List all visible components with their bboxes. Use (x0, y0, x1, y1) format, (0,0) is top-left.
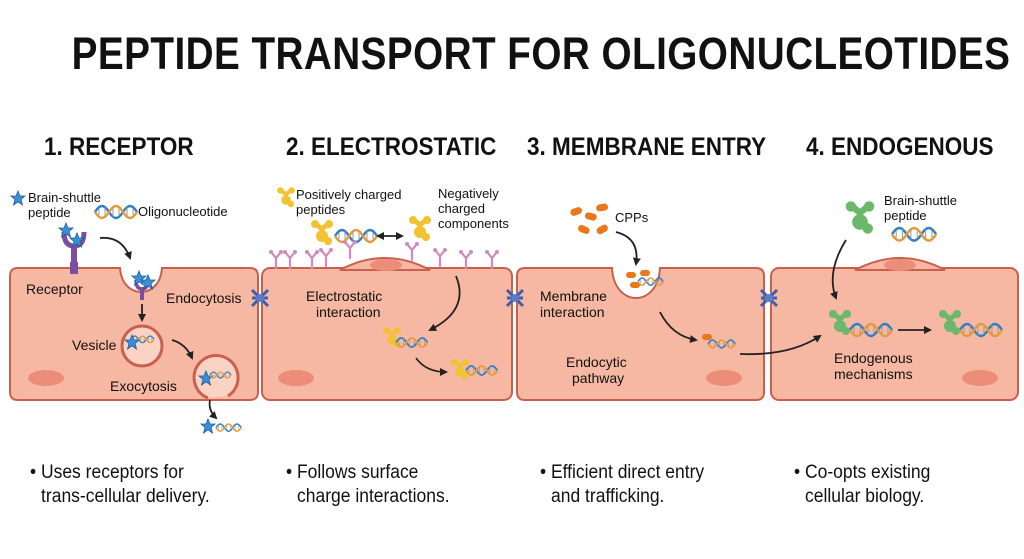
surface-component-icon (431, 246, 449, 268)
caption-line: • Co-opts existing (794, 462, 931, 483)
surface-component-icon (403, 240, 421, 262)
label-exocytosis: Exocytosis (110, 378, 177, 394)
caption-line: • Efficient direct entry (540, 462, 705, 483)
panel-endogenous-graphics: Brain-shuttle peptide Endogenous mechani… (829, 193, 1004, 382)
label-endocytosis: Endocytosis (166, 290, 241, 306)
label-receptor: Receptor (26, 281, 83, 297)
oligonucleotide-icon (333, 228, 379, 244)
caption-line: charge interactions. (297, 486, 450, 507)
nucleus (28, 370, 64, 386)
cell-electrostatic (261, 257, 513, 401)
label-brain-shuttle: Brain-shuttle (28, 190, 101, 205)
label-membrane-interaction: interaction (540, 304, 605, 320)
surface-component-icon (303, 248, 321, 270)
panel-heading-electrostatic: 2. ELECTROSTATIC (286, 133, 497, 161)
caption-receptor: • Uses receptors for trans-cellular deli… (30, 461, 210, 509)
label-negatively: Negatively (438, 186, 499, 201)
tight-junction-icon (759, 288, 779, 308)
surface-component-icon (317, 246, 335, 268)
label-mechanisms: mechanisms (834, 366, 913, 382)
surface-component-icon (267, 248, 285, 270)
label-membrane: Membrane (540, 288, 607, 304)
panel-receptor-graphics: Brain-shuttle peptide Oligonucleotide Re… (10, 190, 242, 434)
caption-line: • Follows surface (286, 462, 419, 483)
label-cpps: CPPs (615, 210, 649, 225)
label-peptides: peptides (296, 202, 346, 217)
cationic-peptide-icon (409, 216, 431, 241)
panel-membrane-entry-graphics: CPPs Membrane interaction Endocytic path… (540, 203, 822, 386)
oligonucleotide-icon (93, 204, 139, 220)
panel-heading-receptor: 1. RECEPTOR (44, 133, 194, 161)
oligonucleotide-icon (215, 423, 242, 432)
caption-line: trans-cellular delivery. (41, 486, 210, 507)
panel-heading-membrane-entry: 3. MEMBRANE ENTRY (527, 133, 767, 161)
surface-component-icon (341, 238, 359, 260)
cpp-cluster-icon (570, 203, 609, 235)
cpp-icon (702, 334, 712, 340)
label-brain-shuttle: Brain-shuttle (884, 193, 957, 208)
label-endocytic: Endocytic (566, 354, 627, 370)
caption-line: and trafficking. (551, 486, 665, 507)
label-positively-charged: Positively charged (296, 187, 402, 202)
caption-electrostatic: • Follows surface charge interactions. (286, 461, 450, 509)
surface-component-icon (281, 248, 299, 270)
brain-shuttle-peptide-icon (846, 201, 875, 234)
cationic-peptide-icon (277, 187, 295, 207)
nucleus (706, 370, 742, 386)
caption-line: cellular biology. (805, 486, 925, 507)
panel-heading-endogenous: 4. ENDOGENOUS (806, 133, 994, 161)
nucleus (370, 259, 402, 271)
label-electrostatic: Electrostatic (306, 288, 382, 304)
caption-line: • Uses receptors for (30, 462, 184, 483)
label-endogenous: Endogenous (834, 350, 913, 366)
cell-membrane-entry (516, 267, 765, 401)
caption-membrane-entry: • Efficient direct entry and trafficking… (540, 461, 704, 509)
tight-junction-icon (250, 288, 270, 308)
label-charged: charged (438, 201, 485, 216)
label-interaction: interaction (316, 304, 381, 320)
label-pathway: pathway (572, 370, 624, 386)
cell-endogenous (770, 257, 1019, 401)
cpp-cluster-icon (626, 270, 650, 288)
caption-endogenous: • Co-opts existing cellular biology. (794, 461, 930, 509)
surface-component-icon (457, 248, 475, 270)
nucleus (278, 370, 314, 386)
surface-component-icon (483, 248, 501, 270)
label-peptide: peptide (28, 205, 71, 220)
nucleus (962, 370, 998, 386)
nucleus (884, 259, 916, 271)
cationic-peptide-icon (311, 220, 333, 245)
label-oligonucleotide: Oligonucleotide (138, 204, 228, 219)
page-title: PEPTIDE TRANSPORT FOR OLIGONUCLEOTIDES (71, 28, 1011, 79)
star-peptide-icon (10, 190, 26, 206)
panel-electrostatic-graphics: Positively charged peptides Negatively c… (267, 186, 509, 379)
oligonucleotide-icon (890, 226, 938, 242)
tight-junction-icon (505, 288, 525, 308)
label-vesicle: Vesicle (72, 337, 117, 353)
label-components: components (438, 216, 509, 231)
label-peptide: peptide (884, 208, 927, 223)
star-peptide-icon (200, 418, 216, 434)
